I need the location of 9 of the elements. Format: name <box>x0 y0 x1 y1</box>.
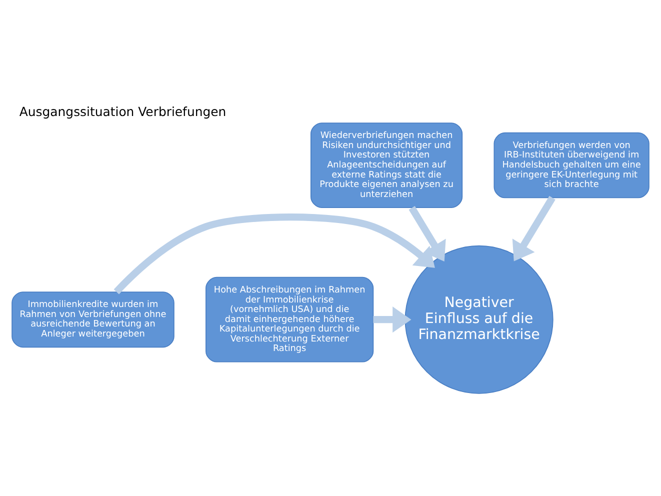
node-box: Hohe Abschreibungen im Rahmen der Immobilienkrise (vornehmlich USA) und die damit einhergehende höhere Kapitalunterlegungen durch die Verschlechterung Externer Ratings <box>206 276 374 362</box>
arrow <box>114 213 435 294</box>
arrow <box>408 206 446 262</box>
node-box: Wiederverbriefungen machen Risiken undurchsichtiger und Investoren stützten Anlageentscheidungen auf externe Ratings statt die Produkte eigenen analysen zu unterziehen <box>310 122 463 208</box>
node-box: Verbriefungen werden von IRB-Instituten überweigend im Handelsbuch gehalten um eine geringere EK-Unterlegung mit sich brachte <box>494 132 650 198</box>
diagram-title: Ausgangssituation Verbriefungen <box>19 104 226 120</box>
arrow <box>512 196 556 262</box>
node-box: Immobilienkredite wurden im Rahmen von Verbriefungen ohne ausreichende Bewertung an Anleger weitergegeben <box>12 292 174 348</box>
arrow <box>373 306 412 333</box>
